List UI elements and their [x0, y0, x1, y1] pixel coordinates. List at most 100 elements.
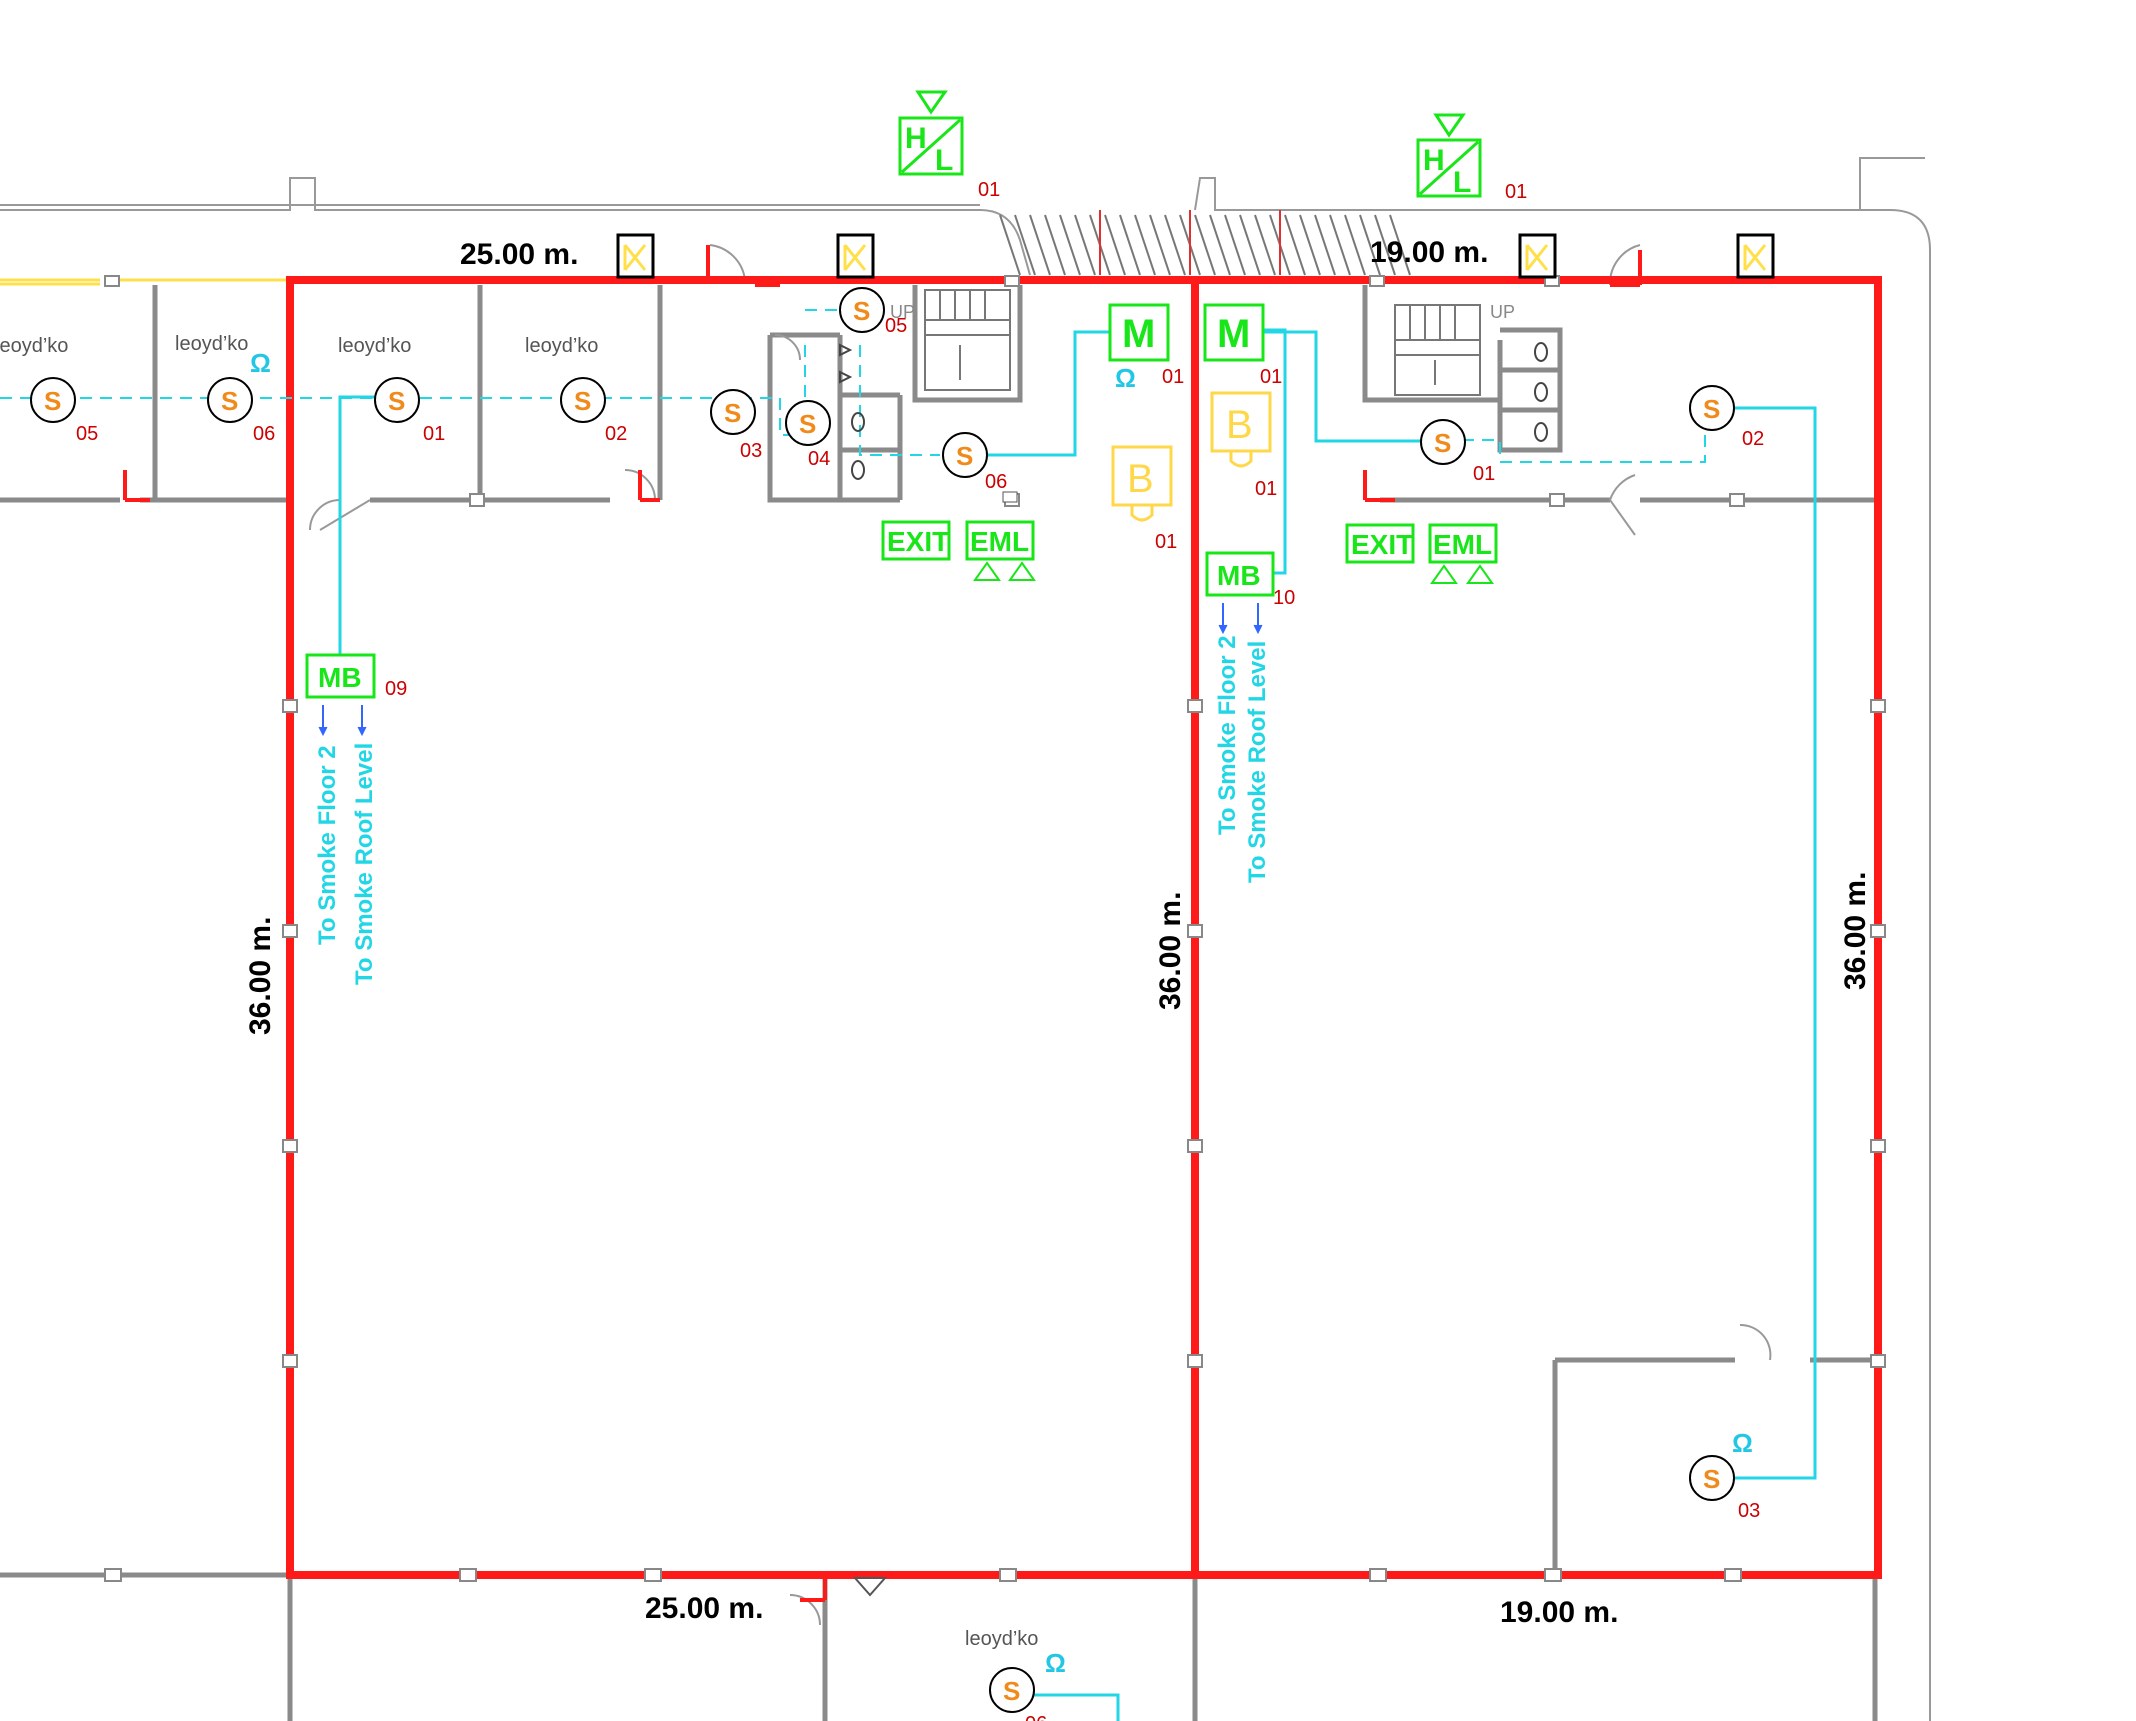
main-panel-left: M 01 [1108, 303, 1184, 388]
yellow-beam [0, 278, 290, 286]
svg-text:EXIT: EXIT [1351, 529, 1413, 560]
riser-note-roof: To Smoke Roof Level [351, 743, 378, 985]
bell-left: B 01 [1111, 445, 1177, 553]
structural-columns [104, 275, 1886, 1582]
svg-text:01: 01 [1260, 366, 1282, 388]
svg-text:EXIT: EXIT [887, 526, 949, 557]
hydrant-l: L [1453, 166, 1471, 199]
stair-left [924, 289, 1011, 391]
smoke-detector: S 01 [374, 377, 445, 445]
riser-note-floor2: To Smoke Floor 2 [1214, 635, 1241, 835]
floor-marker [852, 1577, 888, 1597]
svg-text:S: S [1003, 1676, 1020, 1706]
walls-right [1362, 285, 1875, 1575]
crosswalk-hatch [999, 210, 1411, 276]
svg-text:09: 09 [385, 678, 407, 700]
svg-text:S: S [1703, 394, 1720, 424]
red-door-marks [123, 245, 1642, 1602]
smoke-detector: S 05 [30, 377, 98, 445]
room-label: leoyd’ko [338, 335, 411, 357]
stair-right [1394, 304, 1481, 396]
svg-text:04: 04 [808, 448, 830, 470]
dimension-middle: 36.00 m. [1154, 892, 1187, 1010]
room-label: leoyd’ko [175, 333, 248, 355]
manual-box-left: MB 09 [305, 653, 407, 737]
svg-text:05: 05 [885, 315, 907, 337]
walls-left [0, 285, 1878, 1721]
smoke-detector: S 04 [785, 400, 831, 470]
smoke-detector: S 06 [207, 377, 275, 445]
svg-text:B: B [1226, 403, 1253, 447]
smoke-detector: S 03 [710, 389, 762, 462]
riser-note-floor2: To Smoke Floor 2 [314, 745, 341, 945]
hydrant-left: H L 01 [898, 90, 1000, 201]
doors [309, 244, 1772, 1626]
hydrant-h: H [905, 122, 927, 155]
riser-note-roof: To Smoke Roof Level [1244, 641, 1271, 883]
svg-text:03: 03 [740, 440, 762, 462]
bell-right: B 01 [1210, 391, 1277, 500]
svg-text:01: 01 [1155, 531, 1177, 553]
room-label: leoyd’ko [965, 1628, 1038, 1650]
svg-text:S: S [799, 409, 816, 439]
hose-cabinet-x [623, 244, 1767, 271]
hose-cabinets [616, 233, 1775, 279]
svg-text:01: 01 [1162, 366, 1184, 388]
svg-text:10: 10 [1273, 587, 1295, 609]
svg-text:S: S [724, 398, 741, 428]
eml-sign-left: EML [965, 520, 1036, 581]
svg-text:06: 06 [1025, 1713, 1047, 1721]
smoke-detector: S 02 [1689, 385, 1764, 450]
exit-sign-right: EXIT [1345, 523, 1415, 564]
svg-text:S: S [221, 386, 238, 416]
svg-text:S: S [956, 441, 973, 471]
dimension-top-right: 19.00 m. [1370, 236, 1488, 269]
room-label: leoyd’ko [525, 335, 598, 357]
dimension-bottom-right: 19.00 m. [1500, 1596, 1618, 1629]
room-label: leoyd’ko [0, 335, 68, 357]
hydrant-h: H [1423, 144, 1445, 177]
dimension-bottom-left: 25.00 m. [645, 1592, 763, 1625]
svg-text:06: 06 [253, 423, 275, 445]
exit-sign-left: EXIT [881, 520, 951, 561]
speaker-icon: Ω [250, 348, 271, 378]
floor-marker [1002, 491, 1018, 503]
svg-text:05: 05 [76, 423, 98, 445]
hydrant-right: H L 01 [1416, 113, 1527, 203]
svg-text:S: S [388, 386, 405, 416]
svg-text:02: 02 [605, 423, 627, 445]
dimension-right: 36.00 m. [1839, 872, 1872, 990]
smoke-detector: S 02 [560, 377, 627, 445]
speaker-icon: Ω [1115, 363, 1136, 393]
svg-text:S: S [44, 386, 61, 416]
stair-up-label: UP [890, 302, 915, 322]
zone-boundaries [286, 276, 1882, 1579]
smoke-detector: S 01 [1420, 419, 1495, 485]
svg-text:S: S [574, 386, 591, 416]
svg-text:01: 01 [1473, 463, 1495, 485]
svg-text:EML: EML [970, 526, 1029, 557]
svg-text:S: S [1434, 428, 1451, 458]
speaker-icon: Ω [1045, 1648, 1066, 1678]
smoke-detector: S 06 [942, 432, 1007, 493]
manual-box-right: MB 10 [1205, 551, 1295, 635]
svg-text:03: 03 [1738, 1500, 1760, 1522]
street-outline [0, 157, 1931, 1721]
svg-text:01: 01 [423, 423, 445, 445]
svg-text:S: S [853, 296, 870, 326]
hydrant-tag: 01 [978, 179, 1000, 201]
toilet-icons [839, 342, 1548, 480]
svg-text:MB: MB [318, 662, 362, 693]
svg-text:02: 02 [1742, 428, 1764, 450]
stair-up-label: UP [1490, 302, 1515, 322]
main-panel-right: M 01 [1203, 303, 1282, 388]
eml-sign-right: EML [1428, 523, 1498, 584]
speaker-icon: Ω [1732, 1428, 1753, 1458]
svg-text:06: 06 [985, 471, 1007, 493]
dimension-left: 36.00 m. [244, 917, 277, 1035]
svg-text:S: S [1703, 1464, 1720, 1494]
dimension-top-left: 25.00 m. [460, 238, 578, 271]
svg-text:B: B [1127, 457, 1154, 501]
hydrant-l: L [935, 144, 953, 177]
